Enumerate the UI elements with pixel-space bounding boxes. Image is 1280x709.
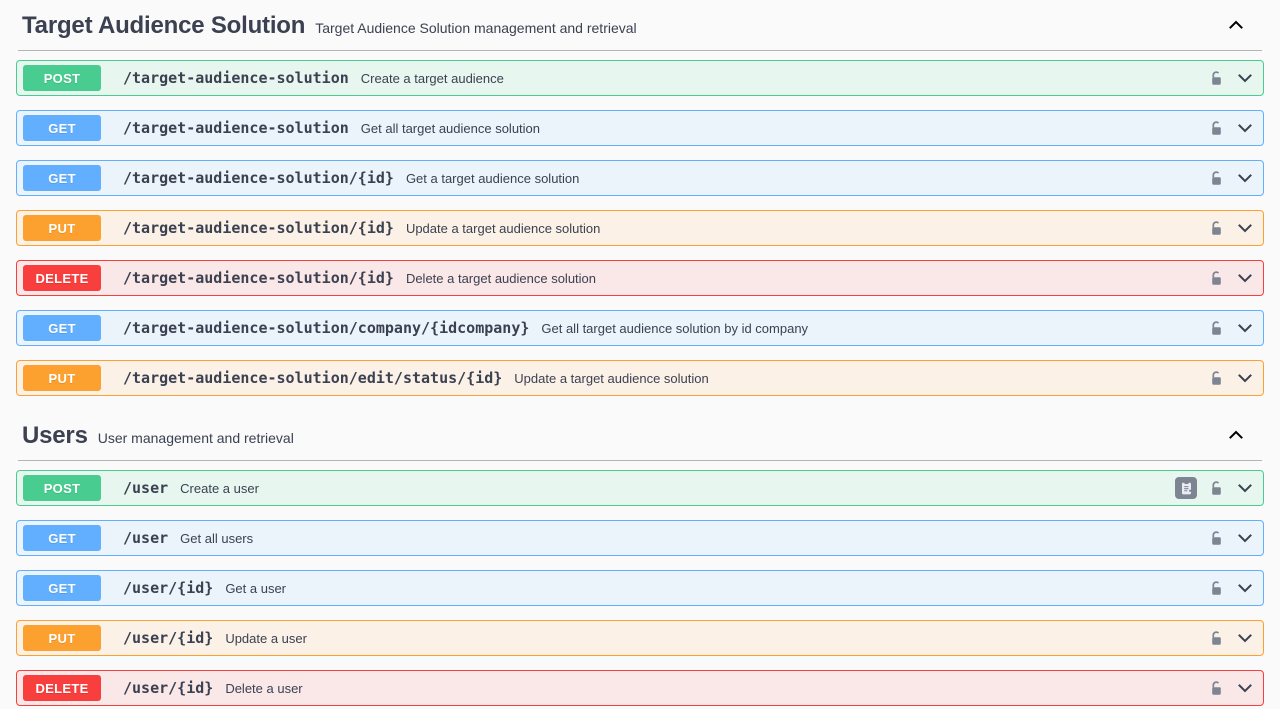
- operation-summary: Get all target audience solution: [360, 120, 541, 136]
- section-divider: [18, 50, 1262, 51]
- unlocked-padlock-icon[interactable]: [1208, 269, 1226, 287]
- http-method-badge: PUT: [23, 365, 101, 391]
- section-title: Users: [22, 422, 88, 449]
- unlocked-padlock-icon[interactable]: [1208, 579, 1226, 597]
- section-header-users[interactable]: Users User management and retrieval: [16, 410, 1264, 460]
- http-method-badge: GET: [23, 525, 101, 551]
- section-header-target-audience-solution[interactable]: Target Audience Solution Target Audience …: [16, 0, 1264, 50]
- operation-summary: Update a target audience solution: [405, 220, 601, 236]
- chevron-down-icon[interactable]: [1235, 528, 1255, 548]
- http-method-badge: GET: [23, 165, 101, 191]
- operation-row[interactable]: DELETE/target-audience-solution/{id} Dele…: [16, 260, 1264, 296]
- section-divider: [18, 460, 1262, 461]
- http-method-badge: GET: [23, 315, 101, 341]
- http-method-badge: POST: [23, 475, 101, 501]
- chevron-down-icon[interactable]: [1235, 578, 1255, 598]
- chevron-down-icon[interactable]: [1235, 678, 1255, 698]
- operation-path: /target-audience-solution/{id}: [123, 219, 394, 237]
- unlocked-padlock-icon[interactable]: [1208, 69, 1226, 87]
- operation-row[interactable]: GET/user Get all users: [16, 520, 1264, 556]
- operation-row[interactable]: POST/target-audience-solution Create a ta…: [16, 60, 1264, 96]
- chevron-down-icon[interactable]: [1235, 268, 1255, 288]
- chevron-down-icon[interactable]: [1235, 318, 1255, 338]
- operation-path: /user: [123, 479, 169, 497]
- chevron-up-icon[interactable]: [1226, 425, 1246, 445]
- section-description: User management and retrieval: [97, 430, 294, 446]
- section-description: Target Audience Solution management and …: [315, 20, 637, 36]
- operation-summary: Update a user: [225, 630, 307, 646]
- operation-path: /target-audience-solution/{id}: [123, 269, 394, 287]
- operation-row[interactable]: GET/user/{id} Get a user: [16, 570, 1264, 606]
- http-method-badge: GET: [23, 575, 101, 601]
- chevron-up-icon[interactable]: [1226, 15, 1246, 35]
- chevron-down-icon[interactable]: [1235, 68, 1255, 88]
- operation-row[interactable]: GET/target-audience-solution Get all targ…: [16, 110, 1264, 146]
- chevron-down-icon[interactable]: [1235, 368, 1255, 388]
- operation-path: /user: [123, 529, 169, 547]
- operation-row[interactable]: PUT/user/{id} Update a user: [16, 620, 1264, 656]
- operation-summary: Delete a target audience solution: [405, 270, 597, 286]
- unlocked-padlock-icon[interactable]: [1208, 369, 1226, 387]
- operation-row[interactable]: GET/target-audience-solution/{id} Get a t…: [16, 160, 1264, 196]
- http-method-badge: PUT: [23, 625, 101, 651]
- chevron-down-icon[interactable]: [1235, 118, 1255, 138]
- copy-to-clipboard-icon[interactable]: [1175, 477, 1197, 499]
- unlocked-padlock-icon[interactable]: [1208, 219, 1226, 237]
- operation-path: /target-audience-solution: [123, 69, 349, 87]
- chevron-down-icon[interactable]: [1235, 628, 1255, 648]
- operation-summary: Delete a user: [225, 680, 303, 696]
- operation-summary: Create a target audience: [360, 70, 504, 86]
- unlocked-padlock-icon[interactable]: [1208, 529, 1226, 547]
- api-section-target-audience-solution: Target Audience Solution Target Audience …: [16, 0, 1264, 410]
- unlocked-padlock-icon[interactable]: [1208, 119, 1226, 137]
- operation-path: /target-audience-solution/edit/status/{i…: [123, 369, 503, 387]
- operation-path: /user/{id}: [123, 579, 214, 597]
- chevron-down-icon[interactable]: [1235, 478, 1255, 498]
- operation-row[interactable]: PUT/target-audience-solution/{id} Update …: [16, 210, 1264, 246]
- operation-summary: Update a target audience solution: [514, 370, 709, 386]
- unlocked-padlock-icon[interactable]: [1208, 629, 1226, 647]
- operations-list: POST/target-audience-solution Create a ta…: [16, 60, 1264, 410]
- operation-row[interactable]: POST/user Create a user: [16, 470, 1264, 506]
- unlocked-padlock-icon[interactable]: [1208, 169, 1226, 187]
- http-method-badge: POST: [23, 65, 101, 91]
- operation-path: /user/{id}: [123, 629, 214, 647]
- operation-summary: Get all target audience solution by id c…: [541, 320, 809, 336]
- http-method-badge: DELETE: [23, 265, 101, 291]
- http-method-badge: GET: [23, 115, 101, 141]
- operation-path: /target-audience-solution/company/{idcom…: [123, 319, 530, 337]
- operation-row[interactable]: GET/target-audience-solution/company/{id…: [16, 310, 1264, 346]
- operation-summary: Get a user: [225, 580, 287, 596]
- operation-path: /user/{id}: [123, 679, 214, 697]
- operation-summary: Get a target audience solution: [405, 170, 580, 186]
- operation-path: /target-audience-solution: [123, 119, 349, 137]
- operation-row[interactable]: DELETE/user/{id} Delete a user: [16, 670, 1264, 706]
- unlocked-padlock-icon[interactable]: [1208, 479, 1226, 497]
- operation-row[interactable]: PUT/target-audience-solution/edit/status…: [16, 360, 1264, 396]
- operation-summary: Get all users: [180, 530, 254, 546]
- operation-path: /target-audience-solution/{id}: [123, 169, 394, 187]
- operation-summary: Create a user: [180, 480, 259, 496]
- chevron-down-icon[interactable]: [1235, 168, 1255, 188]
- http-method-badge: DELETE: [23, 675, 101, 701]
- unlocked-padlock-icon[interactable]: [1208, 319, 1226, 337]
- section-title: Target Audience Solution: [22, 12, 306, 39]
- http-method-badge: PUT: [23, 215, 101, 241]
- unlocked-padlock-icon[interactable]: [1208, 679, 1226, 697]
- chevron-down-icon[interactable]: [1235, 218, 1255, 238]
